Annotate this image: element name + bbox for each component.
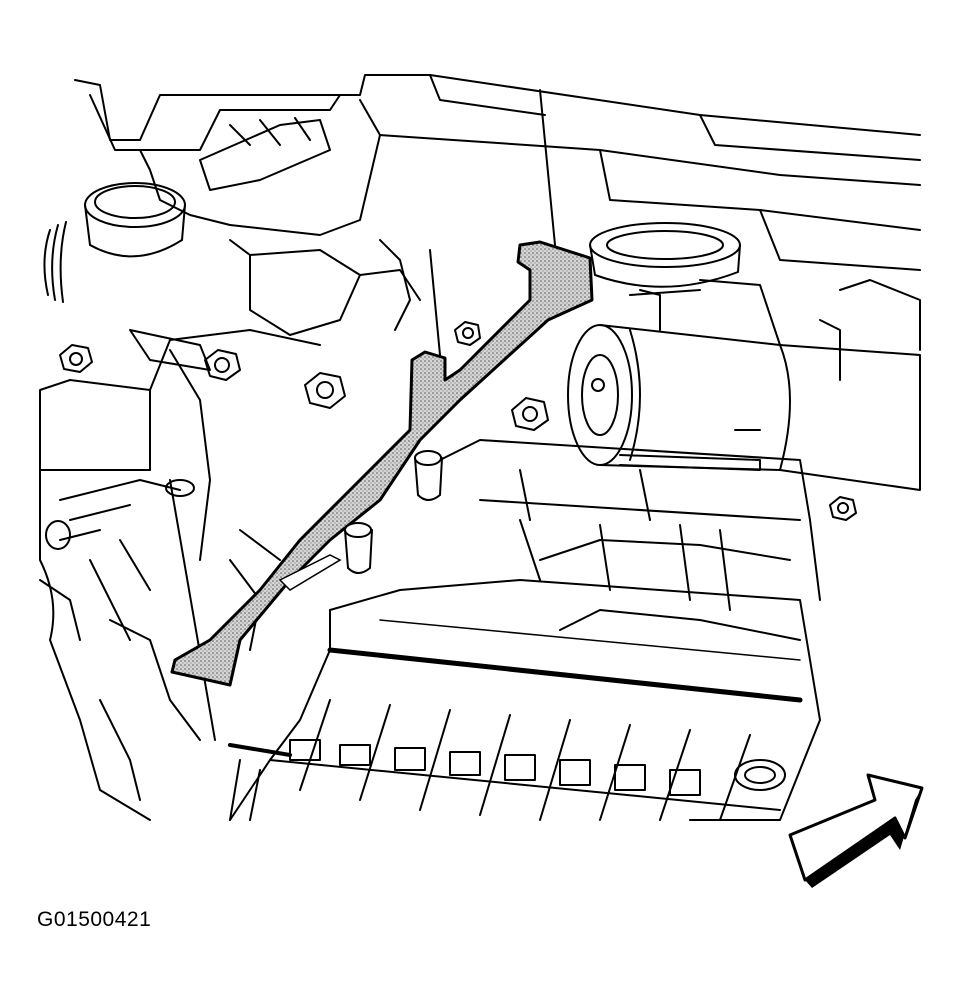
oil-filler-cap <box>43 182 186 303</box>
mounting-hole <box>45 479 195 550</box>
callout-line <box>429 249 441 356</box>
oil-pan-flange <box>228 743 292 757</box>
starter-motor <box>567 279 921 491</box>
engine-block-left <box>39 329 321 821</box>
callout-line <box>169 479 216 741</box>
intake-manifold <box>74 74 921 271</box>
figure-code: G01500421 <box>37 908 152 931</box>
highlighted-brace <box>170 240 594 687</box>
bolt <box>829 496 857 521</box>
oil-pan-ribs <box>229 699 751 821</box>
bolt <box>304 372 346 409</box>
bolt <box>59 344 93 373</box>
bracket-arm <box>129 239 421 371</box>
bolt <box>511 397 549 431</box>
bolt <box>204 349 241 381</box>
intake-port <box>589 222 741 288</box>
mounting-stud <box>413 450 444 501</box>
oil-pan-flange <box>327 647 803 703</box>
bolt <box>454 321 481 346</box>
direction-arrow-icon <box>788 773 924 888</box>
drain-plug <box>734 759 786 791</box>
callout-line <box>539 89 556 246</box>
mounting-stud <box>343 522 374 574</box>
oil-pan <box>229 439 821 821</box>
